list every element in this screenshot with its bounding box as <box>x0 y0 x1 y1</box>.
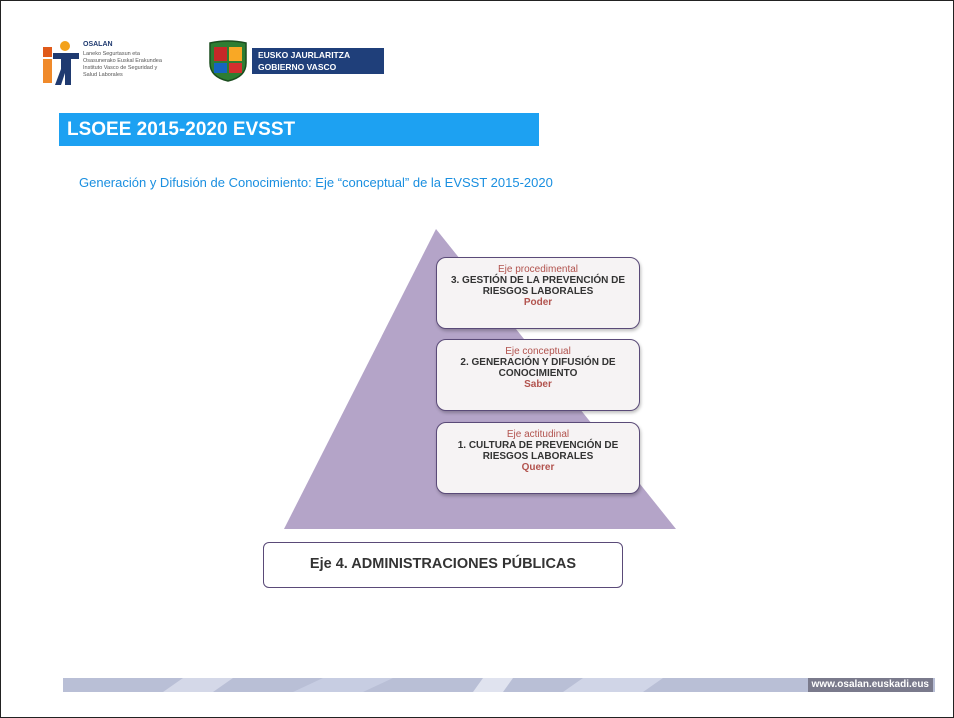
osalan-line: Instituto Vasco de Seguridad y <box>83 65 158 71</box>
osalan-line: Salud Laborales <box>83 72 123 78</box>
gov-line: EUSKO JAURLARITZA <box>258 50 351 60</box>
gov-line: GOBIERNO VASCO <box>258 62 337 72</box>
osalan-logo: OSALAN Laneko Segurtasun eta Osasunerako… <box>43 37 193 93</box>
osalan-name: OSALAN <box>83 41 113 48</box>
osalan-description: Laneko Segurtasun eta Osasunerako Euskal… <box>83 51 193 79</box>
axis-verb: Saber <box>524 379 552 390</box>
slide-subtitle: Generación y Difusión de Conocimiento: E… <box>79 175 553 190</box>
base-axis-box: Eje 4. ADMINISTRACIONES PÚBLICAS <box>263 542 623 588</box>
coat-of-arms-icon <box>209 40 247 82</box>
footer-url[interactable]: www.osalan.euskadi.eus <box>807 678 933 692</box>
axis-box-procedimental: Eje procedimental 3. GESTIÓN DE LA PREVE… <box>436 257 640 329</box>
footer-band <box>63 678 935 692</box>
gobierno-vasco-label: EUSKO JAURLARITZA GOBIERNO VASCO <box>252 48 384 74</box>
axis-type: Eje procedimental <box>497 264 579 275</box>
osalan-line: Osasunerako Euskal Erakundea <box>83 58 162 64</box>
axis-box-conceptual: Eje conceptual 2. GENERACIÓN Y DIFUSIÓN … <box>436 339 640 411</box>
axis-title-line: 3. GESTIÓN DE LA PREVENCIÓN DE <box>450 275 626 286</box>
footer: www.osalan.euskadi.eus <box>63 678 935 692</box>
osalan-line: Laneko Segurtasun eta <box>83 51 140 57</box>
slide-title: LSOEE 2015-2020 EVSST <box>59 113 539 146</box>
axis-type: Eje actitudinal <box>506 429 570 440</box>
axis-verb: Querer <box>521 462 555 473</box>
osalan-figure-icon <box>43 41 79 85</box>
axis-type: Eje conceptual <box>505 346 571 357</box>
axis-verb: Poder <box>523 297 553 308</box>
axis-title-line: 2. GENERACIÓN Y DIFUSIÓN DE <box>460 357 616 368</box>
axis-title-line: RIESGOS LABORALES <box>482 286 594 297</box>
gobierno-vasco-logo: EUSKO JAURLARITZA GOBIERNO VASCO <box>206 39 386 83</box>
axis-box-actitudinal: Eje actitudinal 1. CULTURA DE PREVENCIÓN… <box>436 422 640 494</box>
axis-title-line: 1. CULTURA DE PREVENCIÓN DE <box>457 440 619 451</box>
axis-title-line: RIESGOS LABORALES <box>482 451 594 462</box>
axis-title-line: CONOCIMIENTO <box>498 368 578 379</box>
